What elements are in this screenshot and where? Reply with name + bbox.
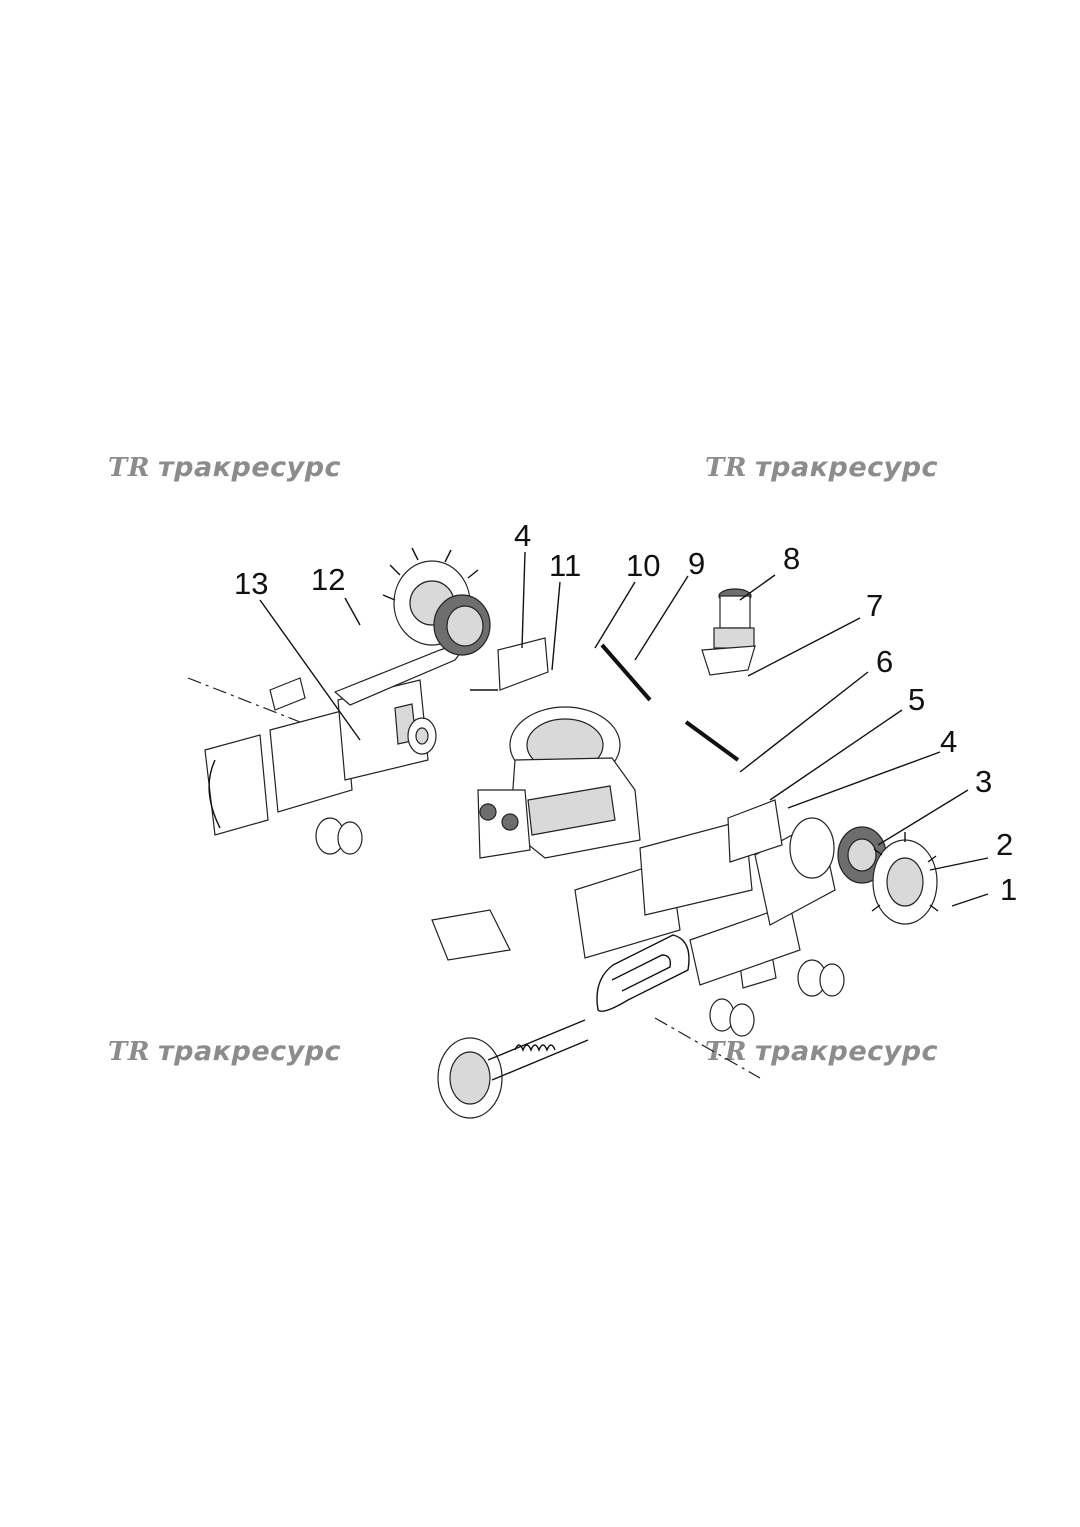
callout-leaders [259, 551, 989, 907]
callout-9: 9 [688, 546, 705, 581]
callout-2: 2 [996, 827, 1013, 862]
callout-8: 8 [783, 541, 800, 576]
left-cover-plate [470, 637, 549, 691]
pin-long [600, 643, 652, 702]
center-line-bottom [654, 1017, 761, 1079]
watermark-brand: тракресурс [157, 452, 342, 483]
watermark-logo: TR [108, 452, 150, 483]
track-rollers [315, 717, 845, 1037]
callout-11: 11 [549, 548, 581, 583]
callout-4-left: 4 [514, 518, 531, 553]
watermark-logo: TR [705, 452, 747, 483]
watermark-top-left: TR тракресурс [108, 452, 341, 483]
callout-10: 10 [626, 548, 660, 583]
watermark-bottom-left: TR тракресурс [108, 1036, 341, 1067]
watermark-brand: тракресурс [754, 452, 939, 483]
callout-13: 13 [234, 566, 268, 601]
callout-5: 5 [908, 682, 925, 717]
watermark-brand: тракресурс [157, 1036, 342, 1067]
right-drive-motor [789, 817, 939, 925]
callout-6: 6 [876, 644, 893, 679]
callout-1: 1 [1000, 872, 1017, 907]
watermark-logo: TR [705, 1036, 747, 1067]
left-drive-motor [382, 547, 491, 656]
callout-12: 12 [311, 562, 345, 597]
right-cover-plate [727, 799, 783, 863]
center-turntable [477, 706, 641, 859]
front-idler-assembly [437, 1019, 589, 1119]
watermark-brand: тракресурс [754, 1036, 939, 1067]
watermark-top-right: TR тракресурс [705, 452, 938, 483]
left-track-frame [204, 638, 472, 836]
pin-long-right [684, 720, 740, 762]
callout-3: 3 [975, 764, 992, 799]
swivel-joint [701, 588, 756, 676]
watermark-bottom-right: TR тракресурс [705, 1036, 938, 1067]
watermark-logo: TR [108, 1036, 150, 1067]
callout-7: 7 [866, 588, 883, 623]
cover-plate-small [269, 677, 306, 711]
callout-4-right: 4 [940, 724, 957, 759]
center-line-left [187, 677, 301, 723]
slide-plate [431, 909, 511, 961]
